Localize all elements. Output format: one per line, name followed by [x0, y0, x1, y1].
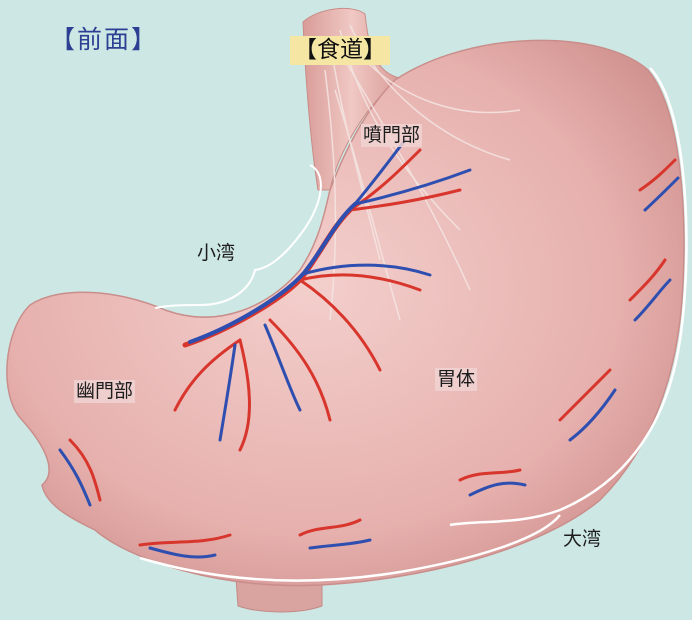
greater-curvature-label: 大湾 — [563, 530, 601, 549]
pylorus-label: 幽門部 — [74, 380, 135, 403]
lesser-curvature-label: 小湾 — [197, 244, 235, 263]
view-label: 【前面】 — [50, 20, 158, 56]
cardia-label: 噴門部 — [361, 124, 422, 147]
esophagus-label: 【食道】 — [290, 36, 390, 65]
body-label: 胃体 — [435, 368, 477, 391]
